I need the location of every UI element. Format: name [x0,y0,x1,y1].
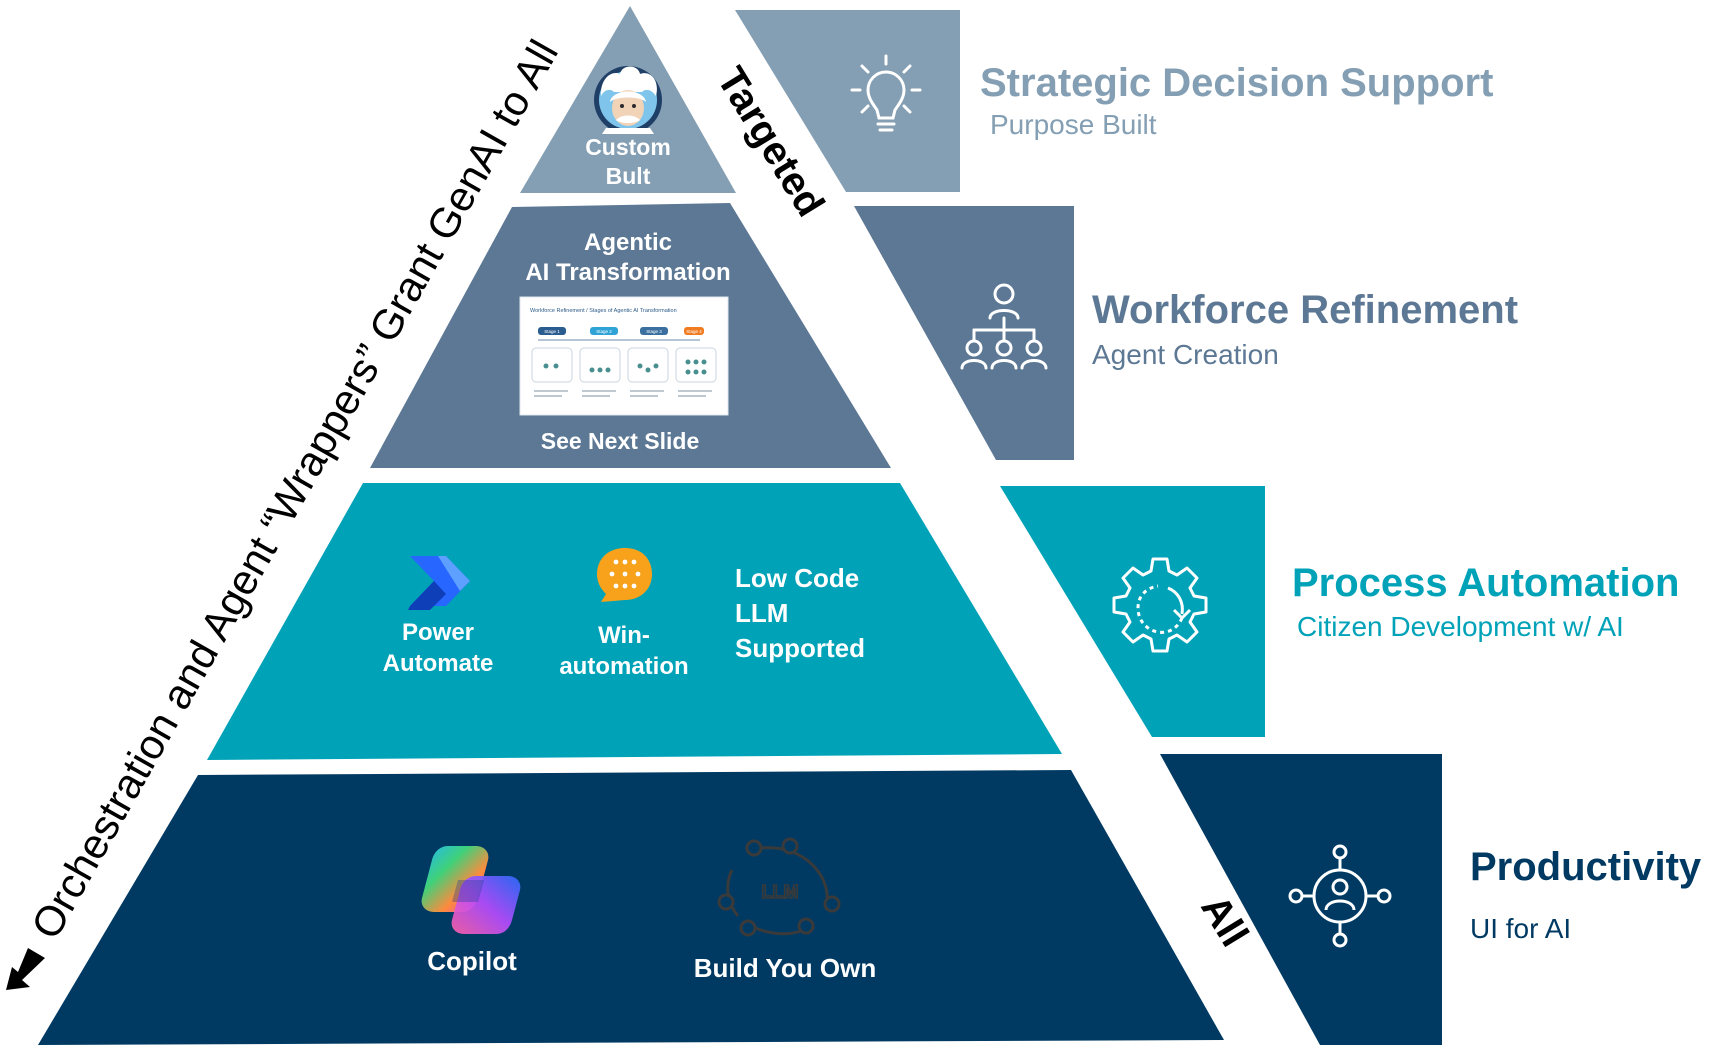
slide-thumbnail: Workforce Refinement / Stages of Agentic… [519,296,729,416]
custom-bult-line2: Bult [606,163,651,189]
gear-cycle-icon [1112,557,1208,653]
agentic-heading-line1: Agentic [584,229,672,256]
process-subtitle: Citizen Development w/ AI [1297,611,1624,642]
strategic-title: Strategic Decision Support [980,61,1493,105]
workforce-subtitle: Agent Creation [1092,339,1279,370]
custom-bult-line1: Custom [585,134,671,160]
productivity-subtitle: UI for AI [1470,913,1571,944]
llm-badge: LLM [762,882,799,902]
winautomation-icon [597,548,652,602]
lightbulb-icon [850,54,922,132]
thumb-stage-3: Stage 3 [646,329,662,334]
org-chart-icon [960,283,1048,370]
thumb-stage-4: Stage 4 [686,329,702,334]
pyramid-tier-productivity [38,770,1224,1045]
lowcode-line2: LLM [735,598,788,628]
see-next-slide[interactable]: See Next Slide [541,428,700,454]
arrow-down-left-icon [6,948,45,990]
power-automate-icon [408,556,470,610]
winautomation-line1: Win- [598,622,650,649]
copilot-label: Copilot [427,946,517,976]
llm-network-icon [717,837,841,937]
copilot-icon [421,846,521,934]
agentic-heading-line2: AI Transformation [525,259,730,286]
lowcode-line1: Low Code [735,563,859,593]
workforce-title: Workforce Refinement [1092,288,1518,332]
strategic-subtitle: Purpose Built [990,109,1157,140]
avatar-einstein-icon [594,66,662,134]
process-title: Process Automation [1292,561,1679,605]
pyramid-tier-process [207,483,1062,760]
productivity-title: Productivity [1470,845,1702,889]
build-your-own-label: Build You Own [694,953,876,983]
user-network-icon [1288,844,1392,948]
block-strategic [735,10,960,192]
winautomation-line2: automation [559,653,688,680]
power-automate-line1: Power [402,619,474,646]
block-workforce [854,206,1074,460]
lowcode-line3: Supported [735,633,865,663]
power-automate-line2: Automate [383,650,494,677]
thumbnail-title: Workforce Refinement / Stages of Agentic… [530,308,677,314]
thumb-stage-2: Stage 2 [596,329,612,334]
block-process [1000,486,1265,737]
thumb-stage-1: Stage 1 [544,329,560,334]
